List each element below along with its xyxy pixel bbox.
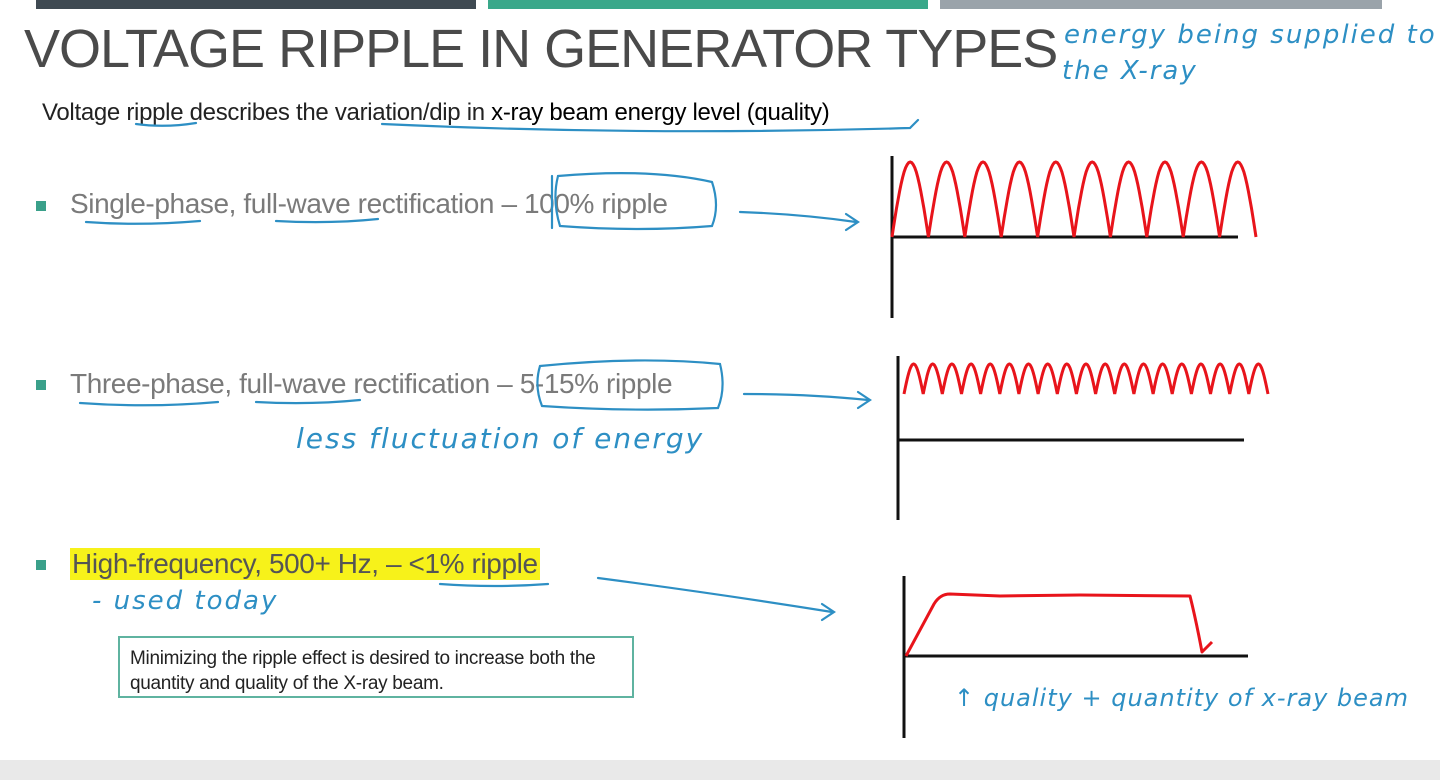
arrow-line-1 <box>738 210 858 224</box>
subtitle-text: Voltage ripple describes the variation/d… <box>42 99 492 126</box>
bullet-single-phase: Single-phase, full-wave rectification – … <box>70 188 668 219</box>
graph-single-phase <box>890 156 1258 318</box>
graph3-flat-wave <box>904 592 1214 657</box>
graph-three-phase <box>896 356 1270 520</box>
arrow-head-1 <box>844 212 860 232</box>
graph2-ripple-wave <box>902 362 1270 395</box>
bullet-marker-3 <box>36 560 46 570</box>
bullet-marker-1 <box>36 201 46 211</box>
graph-high-frequency <box>902 576 1248 738</box>
top-bar-teal <box>488 0 928 9</box>
slide: VOLTAGE RIPPLE IN GENERATOR TYPES Voltag… <box>0 0 1440 760</box>
arrow-head-2 <box>856 390 872 410</box>
underline-full-wave-2 <box>254 398 362 405</box>
arrow-line-2 <box>742 392 870 402</box>
top-bar-dark <box>36 0 476 9</box>
subtitle-emphasis: x-ray beam energy level (quality) <box>491 99 830 126</box>
annotation-less-fluctuation: less fluctuation of energy <box>296 422 705 455</box>
annotation-quality-quantity: ↑ quality + quantity of x-ray beam <box>954 684 1410 712</box>
underline-1-ripple <box>438 582 550 588</box>
annotation-used-today: - used today <box>92 586 279 616</box>
slide-subtitle: Voltage ripple describes the variation/d… <box>42 99 830 127</box>
arrow-head-3 <box>820 602 836 622</box>
underline-three-phase <box>78 400 220 407</box>
note-box: Minimizing the ripple effect is desired … <box>118 636 634 698</box>
bullet-three-phase: Three-phase, full-wave rectification – 5… <box>70 368 673 399</box>
bullet-high-frequency: High-frequency, 500+ Hz, – <1% ripple <box>70 548 540 580</box>
bullet-marker-2 <box>36 380 46 390</box>
top-bar-gray <box>940 0 1382 9</box>
annotation-energy-line1: energy being supplied to <box>1064 20 1437 50</box>
graph1-ripple-wave <box>890 160 1258 238</box>
arrow-line-3 <box>596 576 834 614</box>
slide-title: VOLTAGE RIPPLE IN GENERATOR TYPES <box>24 19 1058 79</box>
annotation-energy-line2: the X-ray <box>1062 56 1198 86</box>
underline-single-phase <box>84 219 202 225</box>
